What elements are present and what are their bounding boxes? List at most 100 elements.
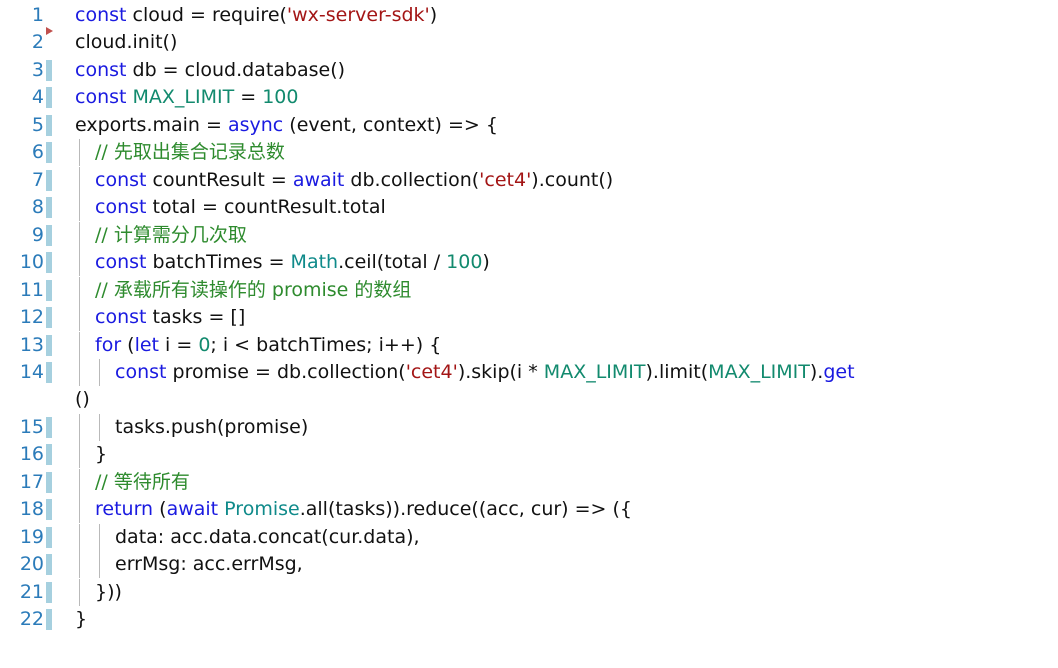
code-token: 'cet4'	[405, 361, 458, 383]
indent-guide	[79, 469, 80, 496]
code-token: }	[95, 443, 108, 465]
indent-guide	[79, 304, 80, 331]
code-token: 'cet4'	[479, 169, 532, 191]
code-text: }))	[95, 579, 122, 606]
line-number: 12	[19, 306, 44, 328]
code-token: const	[75, 86, 127, 108]
indent-guide	[79, 579, 80, 606]
indent-guide	[79, 194, 80, 221]
indent-guide	[79, 441, 80, 468]
code-token: const	[75, 59, 127, 81]
code-token: .ceil(total /	[338, 251, 447, 273]
code-token: batchTimes =	[146, 251, 291, 273]
code-token: 0	[198, 334, 211, 356]
code-token: ).count()	[531, 169, 614, 191]
code-token: async	[227, 114, 284, 136]
indent-guide	[79, 332, 80, 359]
line-number: 15	[19, 416, 44, 438]
change-marker	[46, 444, 52, 465]
code-text: // 先取出集合记录总数	[95, 139, 285, 166]
change-marker	[46, 499, 52, 520]
change-marker	[46, 252, 52, 273]
code-wrap-continuation: ()	[75, 388, 90, 410]
code-token: ).limit(	[645, 361, 709, 383]
code-token: data: acc.data.concat(cur.data),	[115, 526, 420, 548]
code-token: await	[292, 169, 345, 191]
code-text: const MAX_LIMIT = 100	[75, 84, 298, 111]
code-token: (event, context) => {	[283, 114, 498, 136]
line-number: 20	[19, 553, 44, 575]
code-text: const cloud = require('wx-server-sdk')	[75, 2, 437, 29]
indent-guide	[79, 496, 80, 523]
change-marker	[46, 472, 52, 493]
change-marker	[46, 362, 52, 383]
code-text: }	[95, 441, 107, 468]
code-text: }	[75, 606, 87, 633]
indent-guide	[79, 359, 80, 386]
code-token: cloud = require(	[126, 4, 287, 26]
breakpoint-arrow-icon	[46, 27, 53, 35]
line-number: 17	[19, 471, 44, 493]
change-marker	[46, 170, 52, 191]
line-number: 5	[31, 114, 44, 136]
code-token: return	[95, 498, 154, 520]
code-token: MAX_LIMIT	[708, 361, 810, 383]
code-token: exports.main =	[75, 114, 228, 136]
code-token: Promise	[224, 498, 300, 520]
indent-guide	[79, 167, 80, 194]
code-text: const batchTimes = Math.ceil(total / 100…	[95, 249, 490, 276]
line-number: 6	[31, 141, 44, 163]
code-text: return (await Promise.all(tasks)).reduce…	[95, 496, 632, 523]
code-token: ).skip(i *	[457, 361, 544, 383]
line-number: 4	[31, 86, 44, 108]
code-token: )	[482, 251, 490, 273]
indent-guide	[79, 414, 80, 441]
indent-guide	[99, 359, 100, 386]
line-number: 16	[19, 443, 44, 465]
code-text: // 计算需分几次取	[95, 222, 247, 249]
code-token: // 等待所有	[95, 471, 190, 493]
code-token: // 承载所有读操作的 promise 的数组	[95, 279, 412, 301]
change-marker	[46, 335, 52, 356]
code-token: let	[134, 334, 159, 356]
code-token: get	[823, 361, 855, 383]
code-token: total = countResult.total	[146, 196, 386, 218]
indent-guide	[79, 222, 80, 249]
code-token: ).	[809, 361, 824, 383]
line-number: 21	[19, 581, 44, 603]
indent-guide	[79, 139, 80, 166]
line-number: 10	[19, 251, 44, 273]
code-token: const	[95, 169, 147, 191]
change-marker	[46, 197, 52, 218]
indent-guide	[79, 277, 80, 304]
change-marker	[46, 142, 52, 163]
code-token: const	[95, 251, 147, 273]
indent-guide	[99, 524, 100, 551]
line-number: 18	[19, 498, 44, 520]
change-marker	[46, 417, 52, 438]
line-number: 3	[31, 59, 44, 81]
code-token: ; i < batchTimes; i++) {	[210, 334, 442, 356]
code-token: const	[115, 361, 167, 383]
code-token: (	[121, 334, 135, 356]
code-token: .all(tasks)).reduce((acc, cur) => ({	[299, 498, 633, 520]
indent-guide	[79, 524, 80, 551]
code-text: data: acc.data.concat(cur.data),	[115, 524, 420, 551]
change-marker	[46, 554, 52, 575]
code-token: Math	[290, 251, 339, 273]
code-text: for (let i = 0; i < batchTimes; i++) {	[95, 332, 441, 359]
indent-guide	[79, 249, 80, 276]
code-text: errMsg: acc.errMsg,	[115, 551, 303, 578]
indent-guide	[99, 414, 100, 441]
code-token: MAX_LIMIT	[132, 86, 235, 108]
code-token: const	[75, 4, 127, 26]
code-text: const db = cloud.database()	[75, 57, 345, 84]
code-text: const countResult = await db.collection(…	[95, 167, 613, 194]
code-text: const total = countResult.total	[95, 194, 386, 221]
code-text: cloud.init()	[75, 29, 177, 56]
change-marker	[46, 609, 52, 630]
code-text: // 承载所有读操作的 promise 的数组	[95, 277, 411, 304]
code-token: i =	[159, 334, 199, 356]
line-number: 8	[31, 196, 44, 218]
